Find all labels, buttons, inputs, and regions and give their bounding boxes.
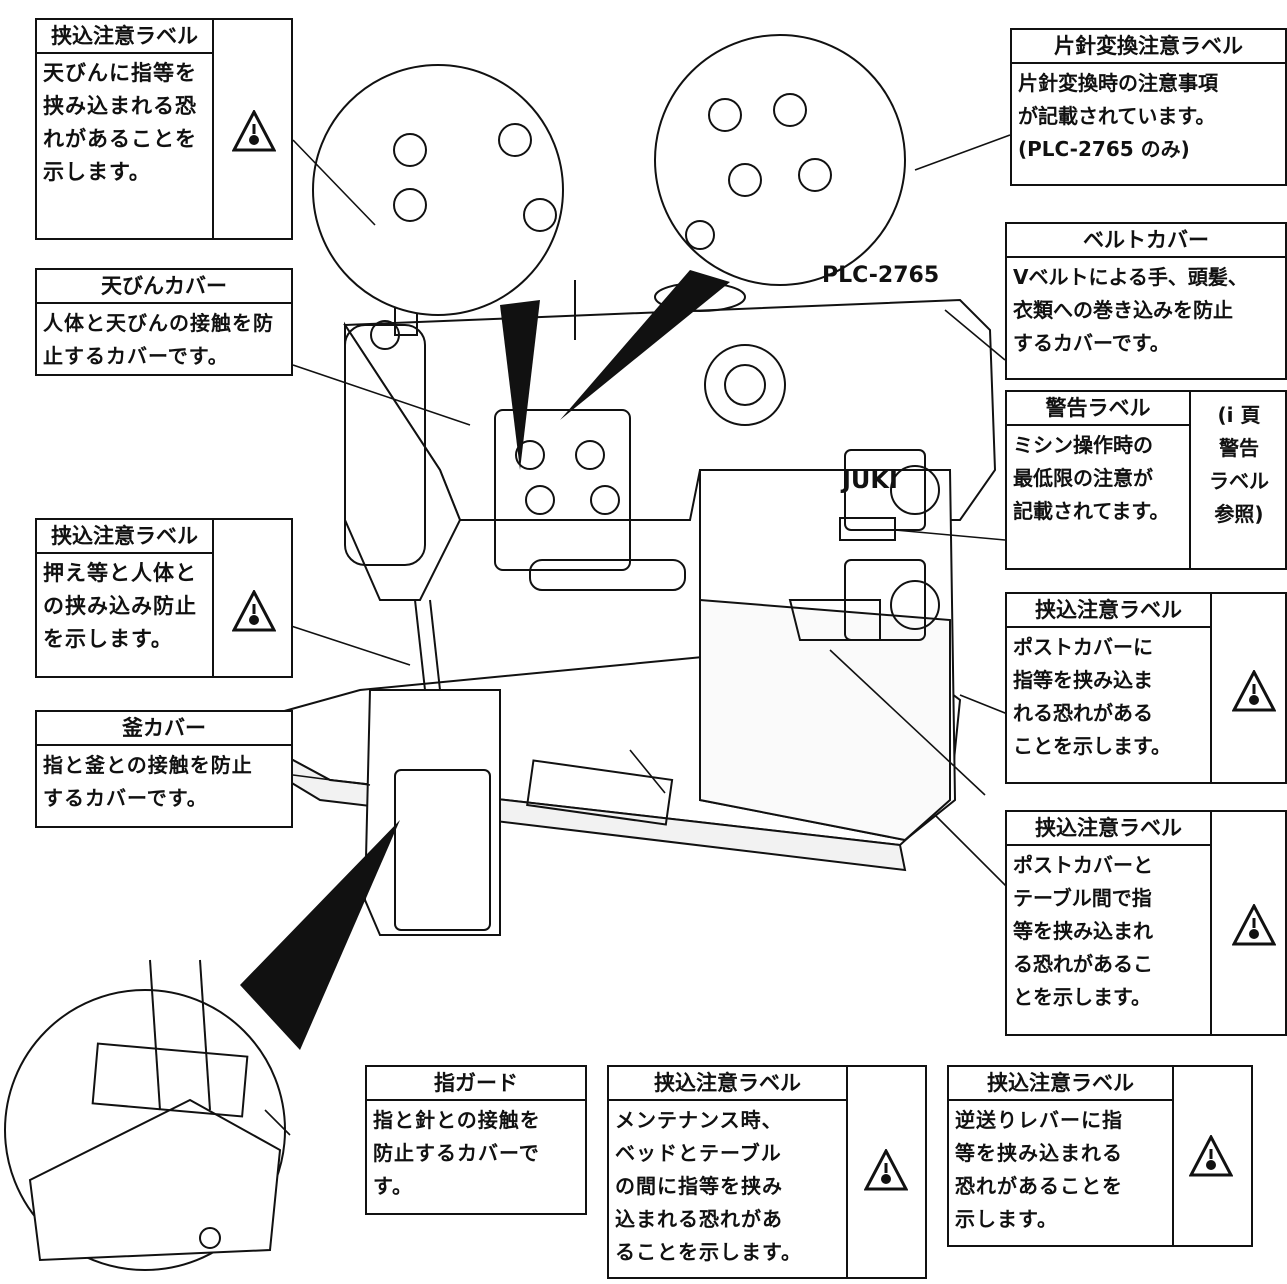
model-label: PLC-2765: [822, 263, 940, 288]
label-title: 挟込注意ラベル: [609, 1067, 846, 1101]
label-body: ポストカバーに 指等を挟み込ま れる恐れがある ことを示します。: [1013, 635, 1171, 758]
label-body: ミシン操作時の 最低限の注意が 記載されてます。: [1013, 433, 1170, 523]
label-body: 天びんに指等を 挟み込まれる恐 れがあることを 示します。: [43, 61, 197, 184]
label-box-take-up-cover: 天びんカバー 人体と天びんの接触を防 止するカバーです。: [35, 268, 293, 376]
label-body: 人体と天びんの接触を防 止するカバーです。: [43, 311, 274, 368]
label-box-finger-guard: 指ガード 指と針との接触を 防止するカバーで す。: [365, 1065, 587, 1215]
label-box-post-cover-pinch: 挟込注意ラベル ポストカバーに 指等を挟み込ま れる恐れがある ことを示します。: [1005, 592, 1287, 784]
label-body: Vベルトによる手、頭髪、 衣類への巻き込みを防止 するカバーです。: [1013, 265, 1248, 355]
label-box-post-table-pinch: 挟込注意ラベル ポストカバーと テーブル間で指 等を挟み込まれ る恐れがあるこ …: [1005, 810, 1287, 1036]
label-title: 挟込注意ラベル: [37, 520, 212, 554]
label-body: ポストカバーと テーブル間で指 等を挟み込まれ る恐れがあるこ とを示します。: [1013, 853, 1153, 1009]
label-box-hook-cover: 釜カバー 指と釜との接触を防止 するカバーです。: [35, 710, 293, 828]
brand-logo: JUKI: [840, 466, 898, 494]
label-body: 片針変換時の注意事項 が記載されています。 (PLC-2765 のみ): [1018, 71, 1218, 161]
label-box-warning: 警告ラベル ミシン操作時の 最低限の注意が 記載されてます。 (i 頁 警告 ラ…: [1005, 390, 1287, 570]
pinch-warning-icon: [1189, 1135, 1233, 1177]
label-title: 指ガード: [367, 1067, 585, 1101]
label-body: メンテナンス時、 ベッドとテーブル の間に指等を挟み 込まれる恐れがあ ることを…: [615, 1108, 802, 1264]
pinch-warning-icon: [232, 590, 276, 632]
pinch-warning-icon: [864, 1149, 908, 1191]
label-box-needle-change: 片針変換注意ラベル 片針変換時の注意事項 が記載されています。 (PLC-276…: [1010, 28, 1287, 186]
label-title: 挟込注意ラベル: [1007, 812, 1210, 846]
label-body: 指と針との接触を 防止するカバーで す。: [373, 1108, 541, 1198]
pinch-warning-icon: [1232, 670, 1276, 712]
label-body: 逆送りレバーに指 等を挟み込まれる 恐れがあることを 示します。: [955, 1108, 1123, 1231]
label-title: 片針変換注意ラベル: [1012, 30, 1285, 64]
label-title: 釜カバー: [37, 712, 291, 746]
pinch-warning-icon: [1232, 904, 1276, 946]
label-box-belt-cover: ベルトカバー Vベルトによる手、頭髪、 衣類への巻き込みを防止 するカバーです。: [1005, 222, 1287, 380]
pinch-warning-icon: [232, 110, 276, 152]
label-box-presser-pinch: 挟込注意ラベル 押え等と人体と の挟み込み防止 を示します。: [35, 518, 293, 678]
label-body: 押え等と人体と の挟み込み防止 を示します。: [43, 561, 197, 651]
label-box-takeup-pinch: 挟込注意ラベル 天びんに指等を 挟み込まれる恐 れがあることを 示します。: [35, 18, 293, 240]
label-box-reverse-lever-pinch: 挟込注意ラベル 逆送りレバーに指 等を挟み込まれる 恐れがあることを 示します。: [947, 1065, 1253, 1247]
label-body: 指と釜との接触を防止 するカバーです。: [43, 753, 253, 810]
label-title: 天びんカバー: [37, 270, 291, 304]
label-title: 挟込注意ラベル: [949, 1067, 1172, 1101]
label-title: 挟込注意ラベル: [1007, 594, 1210, 628]
warning-reference: (i 頁 警告 ラベル 参照): [1209, 403, 1269, 526]
label-title: 警告ラベル: [1007, 392, 1189, 426]
label-box-bed-pinch: 挟込注意ラベル メンテナンス時、 ベッドとテーブル の間に指等を挟み 込まれる恐…: [607, 1065, 927, 1279]
label-title: 挟込注意ラベル: [37, 20, 212, 54]
label-title: ベルトカバー: [1007, 224, 1285, 258]
